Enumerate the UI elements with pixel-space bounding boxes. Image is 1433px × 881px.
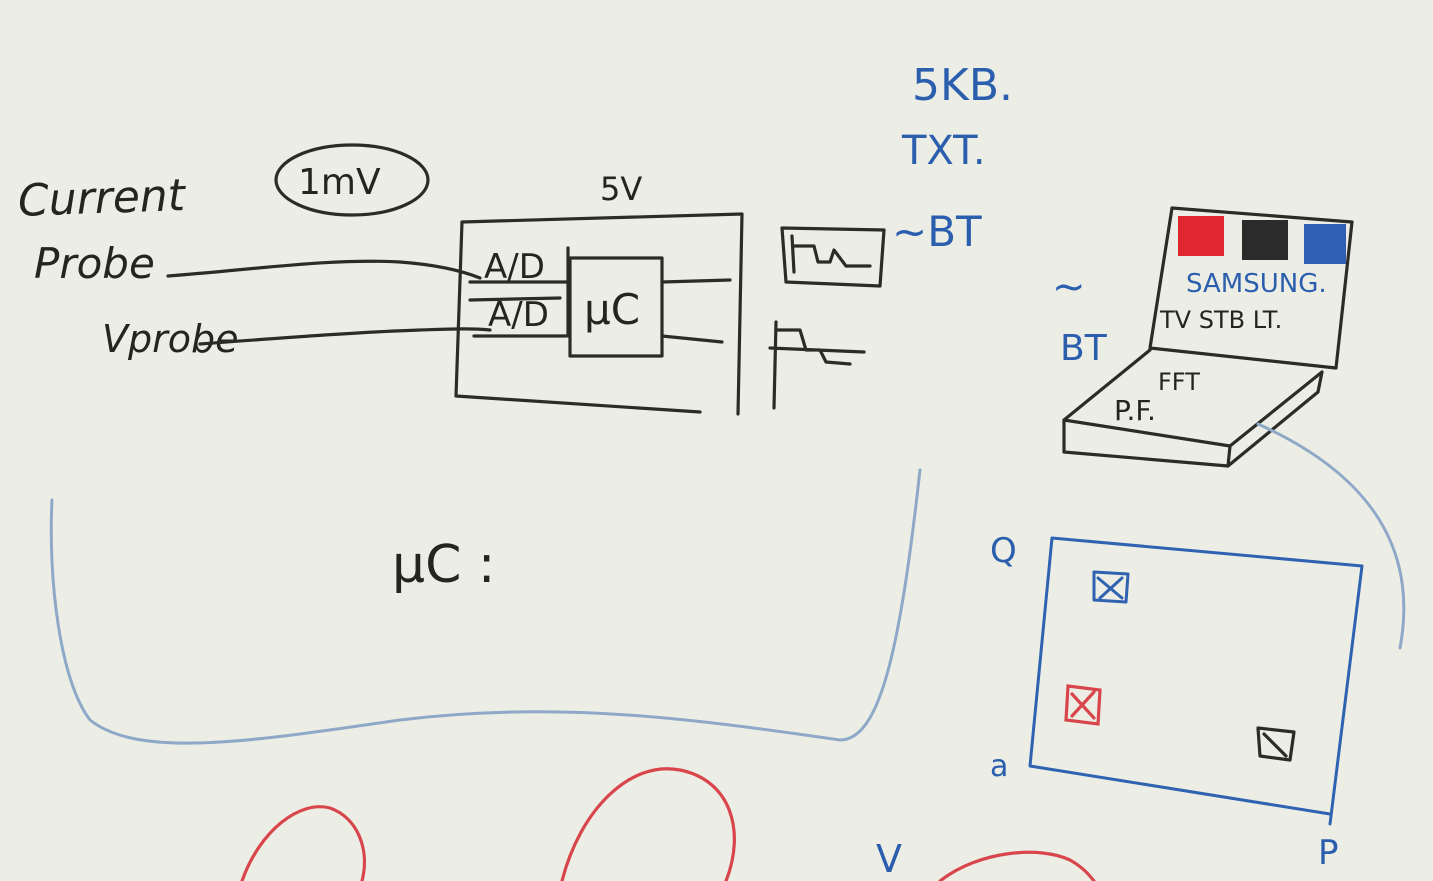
skb-label: 5KB. bbox=[912, 60, 1013, 111]
v-probe-wire bbox=[198, 327, 492, 346]
ad-top-label: A/D bbox=[484, 247, 545, 287]
uc-section-bracket bbox=[49, 468, 922, 745]
waveform-bottom bbox=[768, 320, 866, 410]
fft-label: FFT bbox=[1158, 368, 1200, 396]
laptop-black-swatch bbox=[1242, 220, 1288, 260]
laptop-link-curve bbox=[1256, 422, 1406, 650]
waveform-top bbox=[780, 226, 886, 288]
v-probe-label: Vprobe bbox=[102, 317, 239, 361]
laptop-red-swatch bbox=[1178, 216, 1224, 256]
red-loop-middle bbox=[560, 767, 736, 881]
current-probe-label-line2: Probe bbox=[34, 239, 155, 288]
laptop-keyboard-base bbox=[1062, 348, 1324, 468]
v-bottom-label: V bbox=[876, 837, 902, 881]
current-probe-wire bbox=[166, 259, 482, 280]
uc-inner-label: μC bbox=[584, 285, 640, 334]
bt-top-label: ~BT bbox=[892, 207, 982, 256]
uc-section-label: μC : bbox=[392, 535, 495, 595]
plot-marker-red bbox=[1064, 684, 1102, 726]
axis-origin-label: a bbox=[990, 749, 1008, 784]
samsung-label: SAMSUNG. bbox=[1186, 269, 1327, 299]
bt-left-tilde: ~ bbox=[1052, 264, 1086, 310]
txt-label: TXT. bbox=[901, 128, 986, 174]
axis-q-label: Q bbox=[990, 531, 1017, 571]
five-v-label: 5V bbox=[600, 170, 642, 208]
one-mv-label: 1mV bbox=[298, 162, 381, 203]
uc-inner-box bbox=[568, 256, 664, 358]
uc-output-lines bbox=[660, 278, 732, 344]
red-loop-left bbox=[240, 805, 367, 881]
bt-left-label: BT bbox=[1060, 328, 1108, 369]
laptop-blue-swatch bbox=[1304, 224, 1346, 264]
current-probe-label-line1: Current bbox=[17, 170, 187, 227]
ad-block-outline bbox=[468, 246, 572, 338]
axis-p-label: P bbox=[1318, 833, 1339, 873]
red-loop-right bbox=[938, 850, 1096, 881]
plot-marker-blue bbox=[1092, 570, 1130, 604]
device-box bbox=[454, 212, 744, 416]
tv-stb-lt-label: TV STB LT. bbox=[1159, 306, 1282, 334]
ad-bottom-label: A/D bbox=[488, 295, 549, 335]
plot-marker-black bbox=[1256, 726, 1296, 762]
laptop-screen-outline bbox=[1148, 206, 1354, 370]
pf-label: P.F. bbox=[1114, 394, 1156, 427]
qp-plot-axes bbox=[1028, 536, 1364, 826]
one-mv-circle bbox=[274, 143, 430, 217]
